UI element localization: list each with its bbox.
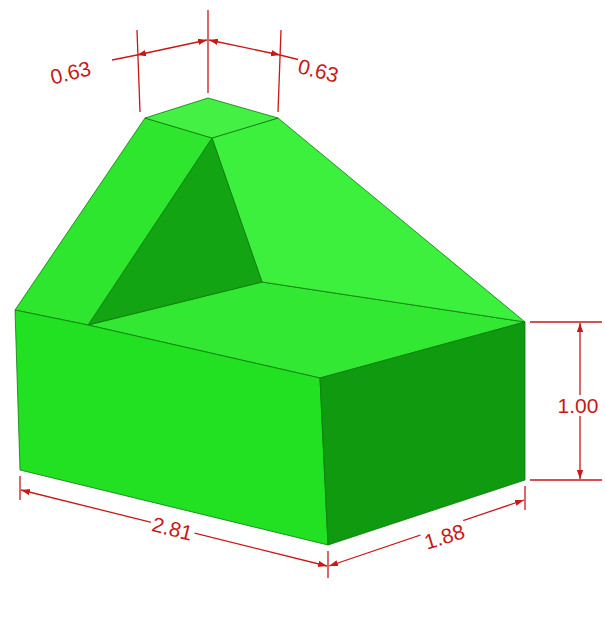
dimension-lines — [20, 10, 602, 578]
dimension-value: 2.81 — [148, 512, 197, 543]
solid-body — [15, 98, 525, 545]
dimension-value: 1.88 — [419, 519, 468, 552]
dimension-value: 0.63 — [294, 54, 343, 85]
dimension-value: 1.00 — [556, 395, 601, 416]
dimension-value: 0.63 — [46, 56, 95, 87]
